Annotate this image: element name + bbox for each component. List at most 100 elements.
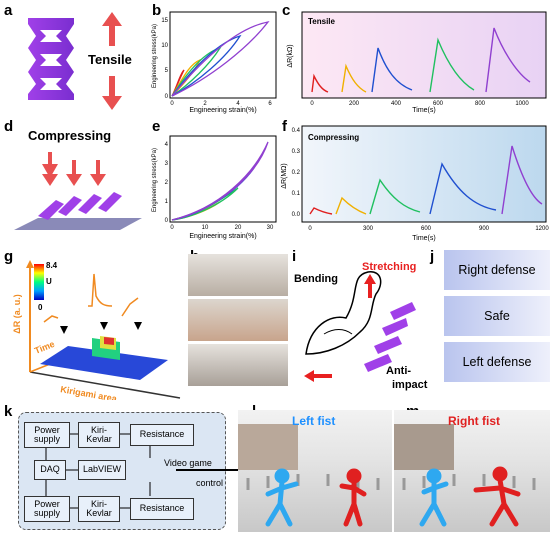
loop-5: [171, 21, 270, 97]
colorbar-unit: U: [46, 277, 52, 286]
anti-label: Anti-: [386, 365, 411, 377]
kirigami-compress-figure: [14, 152, 142, 230]
trace-right: [121, 297, 139, 317]
loop-e4: [171, 167, 255, 221]
f-title: Compressing: [308, 133, 359, 142]
c-xtick-5: 1000: [515, 101, 529, 107]
c-ylabel: ΔR(kΩ): [287, 44, 294, 67]
trace-mid: [88, 273, 113, 307]
daq-box: DAQ: [34, 460, 66, 480]
f-pulse-3: [369, 178, 421, 215]
arrow-down-icon: [102, 76, 122, 110]
resistance-1: Resistance: [130, 424, 194, 446]
arm-illustration: Bending Stretching Anti- impact: [294, 261, 428, 391]
chart-b: Engineering stress(kPa) Engineering stra…: [152, 11, 277, 114]
base-plate: [14, 218, 142, 230]
labview-box: LabVIEW: [78, 460, 126, 480]
state-left-defense: Left defense: [444, 342, 550, 382]
f-ytick-4: 0.4: [292, 128, 301, 134]
g-time: Time: [33, 339, 56, 356]
f-xtick-4: 1200: [535, 226, 549, 232]
game-screenshot-right: Right fist: [394, 410, 550, 532]
f-ylabel: ΔR(MΩ): [281, 163, 288, 188]
b-ytick-3: 15: [161, 18, 168, 24]
video-game-label: Video game: [164, 458, 212, 468]
e-ylabel: Engineering stress(kPa): [152, 148, 158, 212]
f-ytick-2: 0.2: [292, 170, 301, 176]
loop-1: [171, 69, 185, 97]
f-ytick-0: 0.0: [292, 212, 301, 218]
impact-label: impact: [392, 379, 428, 391]
b-xlabel: Engineering strain(%): [189, 107, 256, 114]
e-xtick-3: 30: [267, 225, 274, 231]
g-ylabel: ΔR (a. u.): [12, 294, 22, 333]
f-ytick-1: 0.1: [292, 191, 301, 197]
colorbar-max: 8.4: [46, 261, 58, 270]
panel-label-k: k: [4, 403, 13, 420]
e-xlabel: Engineering strain(%): [189, 233, 256, 240]
arrow-up-icon: [364, 274, 376, 298]
pulse-5: [485, 27, 531, 93]
arrow-left-icon: [304, 370, 332, 382]
arrow-down-icon: [60, 326, 68, 334]
bending-label: Bending: [294, 273, 338, 285]
c-title: Tensile: [308, 17, 336, 26]
f-pulse-2: [335, 196, 367, 215]
photo-pose-2: [188, 299, 288, 341]
c-xtick-2: 400: [391, 101, 402, 107]
photo-pose-3: [188, 344, 288, 386]
chart-f: Compressing ΔR(MΩ) Time(s) 0 300 600 900…: [281, 125, 549, 242]
c-xtick-0: 0: [310, 101, 314, 107]
pulse-3: [371, 47, 413, 93]
state-safe: Safe: [444, 296, 550, 336]
b-xtick-3: 6: [268, 101, 272, 107]
f-pulse-1: [309, 207, 333, 215]
pulse-4: [429, 37, 475, 93]
arrow-up-icon: [102, 12, 122, 46]
e-xtick-0: 0: [170, 225, 174, 231]
panel-label-i: i: [292, 248, 297, 265]
kirigami-compressed-shape: [38, 192, 122, 220]
colorbar: [34, 264, 44, 300]
photo-pose-1: [188, 254, 288, 296]
c-xtick-1: 200: [349, 101, 360, 107]
b-ytick-1: 5: [165, 68, 169, 74]
panel-label-b: b: [152, 2, 162, 19]
e-ytick-3: 3: [165, 161, 169, 167]
chart-e: Engineering stress(kPa) Engineering stra…: [152, 135, 277, 240]
chart-c: Tensile ΔR(kΩ) Time(s) 0 200 400 600 800…: [287, 11, 547, 114]
kiri-kevlar-2: Kiri- Kevlar: [78, 496, 120, 522]
panel-label-g: g: [4, 248, 14, 265]
e-ytick-2: 2: [165, 180, 169, 186]
power-supply-2: Power supply: [24, 496, 70, 522]
panel-label-e: e: [152, 118, 161, 135]
loop-4: [171, 34, 242, 97]
control-label: control: [196, 478, 224, 488]
panel-label-c: c: [282, 2, 291, 19]
kirigami-tensile-figure: [28, 12, 122, 110]
c-xtick-3: 600: [433, 101, 444, 107]
e-ytick-1: 1: [165, 199, 169, 205]
red-fighter: [339, 468, 367, 527]
arrow-down-icons: [42, 152, 106, 186]
loop-e5: [171, 141, 269, 221]
b-xtick-1: 2: [203, 101, 207, 107]
b-xtick-2: 4: [236, 101, 240, 107]
tensile-label: Tensile: [88, 52, 132, 67]
red-fighter: [473, 466, 521, 527]
power-supply-1: Power supply: [24, 422, 70, 448]
crowd-figures: [246, 474, 380, 490]
panel-label-a: a: [4, 2, 13, 19]
state-right-defense: Right defense: [444, 250, 550, 290]
f-xtick-1: 300: [363, 226, 374, 232]
f-pulse-4: [429, 162, 497, 215]
kirigami-area-map: 8.4 U 0 ΔR (a. u.) Time Kirigami area: [12, 260, 181, 400]
f-ytick-3: 0.3: [292, 149, 301, 155]
trace-left: [43, 315, 59, 323]
f-pulse-5: [501, 145, 543, 215]
game-screenshot-left: Left fist: [238, 410, 392, 532]
pulse-1: [311, 73, 329, 93]
kiri-kevlar-1: Kiri- Kevlar: [78, 422, 120, 448]
b-ylabel: Engineering stress(kPa): [152, 24, 158, 88]
f-xtick-2: 600: [421, 226, 432, 232]
